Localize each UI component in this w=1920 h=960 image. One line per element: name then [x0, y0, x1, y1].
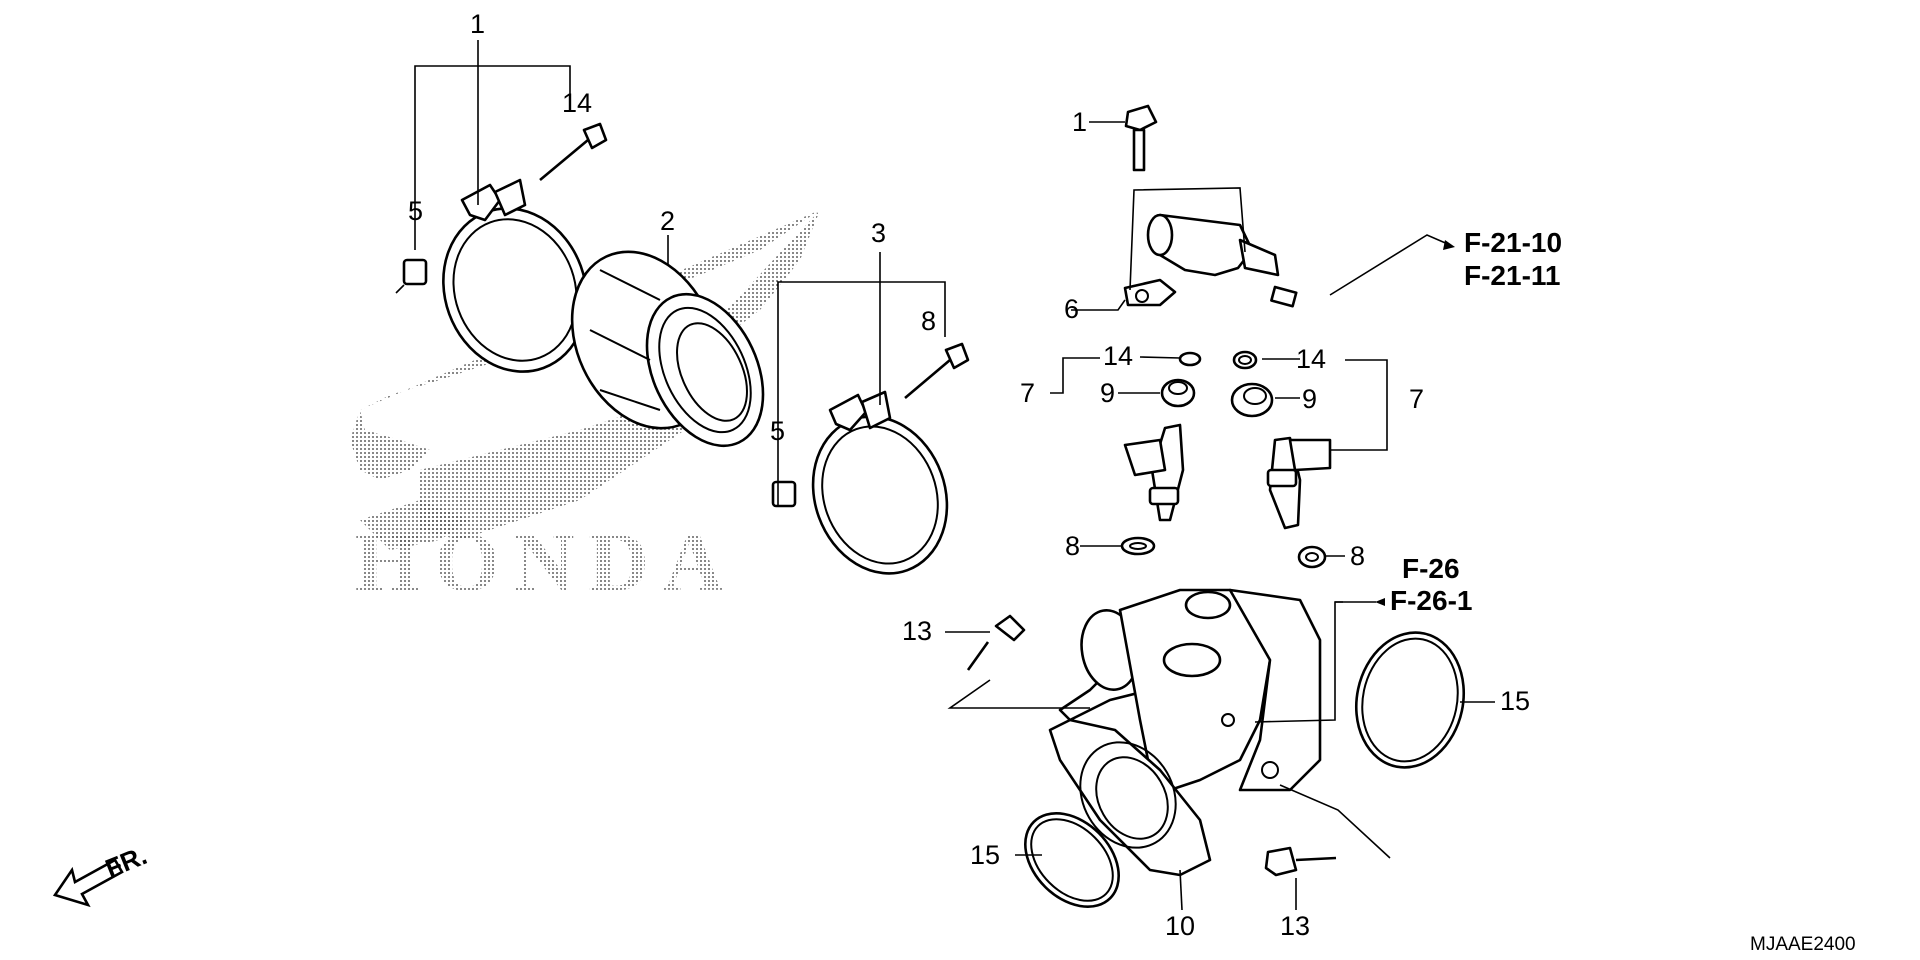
callout-14-left: 14 — [1103, 341, 1133, 371]
front-direction-arrow-icon — [52, 858, 124, 908]
seal-ring-right-14 — [1232, 350, 1258, 370]
clamp-nut-right — [771, 480, 797, 508]
callout-14-right: 14 — [1296, 344, 1326, 374]
callout-8-left: 8 — [1065, 531, 1080, 561]
cushion-ring-right — [1230, 382, 1274, 418]
callout-6: 6 — [1064, 294, 1079, 324]
gasket-right-15 — [1354, 631, 1466, 769]
callout-5-right: 5 — [770, 416, 785, 446]
clamp-nut-left — [395, 258, 428, 294]
ref-f-26: F-26 — [1402, 553, 1460, 584]
ref-f-26-1: F-26-1 — [1390, 585, 1472, 616]
callout-8-right: 8 — [1350, 541, 1365, 571]
callout-5-left: 5 — [408, 196, 423, 226]
fuel-rail-bolt — [1124, 104, 1158, 172]
callout-7-left: 7 — [1020, 378, 1035, 408]
clamp-bolt-left — [539, 122, 608, 181]
honda-wing-watermark — [350, 210, 820, 550]
fuel-injector-left — [1123, 423, 1185, 522]
callout-4: 3 — [871, 218, 886, 248]
o-ring-left-8 — [1120, 536, 1156, 556]
fuel-injector-right — [1266, 436, 1332, 530]
callout-11: 8 — [921, 306, 936, 336]
callout-15-left: 15 — [970, 840, 1000, 870]
throttle-body-bolt-upper — [966, 614, 1026, 671]
ref-f-21-11: F-21-11 — [1464, 260, 1561, 291]
clamp-bolt-right — [904, 342, 970, 399]
throttle-body — [1048, 588, 1322, 877]
callout-15-right: 15 — [1500, 686, 1530, 716]
band-clamp-right — [811, 390, 949, 575]
intake-rubber-sleeve — [570, 250, 765, 448]
callout-7-right: 7 — [1409, 384, 1424, 414]
gasket-left-15 — [1024, 812, 1120, 908]
honda-wordmark-watermark: HONDA — [355, 516, 738, 609]
callout-9-left: 9 — [1100, 378, 1115, 408]
cushion-ring-left — [1160, 378, 1196, 408]
leader-lines — [414, 40, 1495, 911]
callout-3: 1 — [470, 9, 485, 39]
throttle-body-bolt-lower — [1264, 846, 1337, 877]
callout-9-right: 9 — [1302, 384, 1317, 414]
callout-1: 1 — [1072, 107, 1087, 137]
callout-13-lower: 13 — [1280, 911, 1310, 941]
callout-13-upper: 13 — [902, 616, 932, 646]
callout-2: 2 — [660, 206, 675, 236]
diagram-code: MJAAE2400 — [1750, 934, 1856, 955]
o-ring-right-8 — [1297, 545, 1327, 569]
band-clamp-left — [442, 178, 588, 373]
seal-ring-left-14 — [1178, 351, 1202, 367]
callout-10: 10 — [1165, 911, 1195, 941]
ref-f-21-10: F-21-10 — [1464, 227, 1562, 258]
fuel-rail-pipe — [1123, 213, 1298, 308]
callout-12: 14 — [562, 88, 592, 118]
